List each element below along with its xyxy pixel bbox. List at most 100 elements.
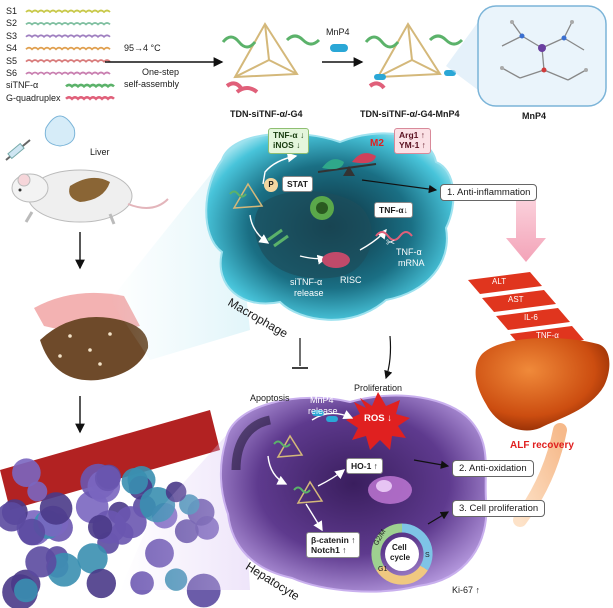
stat-label: STAT (282, 176, 313, 193)
mnp4-to-ros-arrow (311, 410, 354, 421)
ros-label: ROS ↓ (364, 413, 392, 424)
apoptosis-label: Apoptosis (250, 393, 290, 403)
proliferation-arrow (384, 335, 393, 380)
strand-label-4: S4 (6, 43, 18, 54)
assembly-temperature: 95→4 °C (124, 43, 161, 53)
outcome-cell-proliferation: 3. Cell proliferation (452, 500, 546, 517)
sitnf-release-line2: release (294, 288, 324, 298)
mnp4-arrow-label: MnP4 (326, 27, 350, 37)
tissue-cell (39, 492, 73, 525)
dna-strand-legend (25, 9, 115, 101)
molecule-label: MnP4 (522, 111, 547, 121)
alf-recovery-label: ALF recovery (510, 440, 574, 451)
mnp4-release-icon (312, 410, 338, 422)
marker-alt: ALT (492, 277, 507, 286)
strand-line-2 (25, 22, 111, 26)
hepatocyte-zoom-beam (120, 420, 250, 590)
strand-label-3: S3 (6, 30, 18, 41)
strand-label-7: siTNF-α (6, 80, 39, 91)
syringe-icon (5, 115, 76, 161)
strand-label-5: S5 (6, 55, 18, 66)
ho1-arrow (317, 469, 346, 487)
tdn-structure-icon (221, 22, 321, 94)
marker-ast: AST (508, 295, 524, 304)
mnp4-molecule-box (446, 5, 607, 107)
m1-cue-box: TNF-α ↓ iNOS ↓ (268, 128, 310, 154)
tdn-entry-arrow (267, 455, 288, 485)
mnp4-release-line2: release (308, 406, 338, 416)
m2-cue-box: Arg1 ↑ YM-1 ↑ (394, 128, 431, 154)
mrna-strand-icon (375, 231, 413, 241)
cue-tnf: TNF-α ↓ (273, 130, 305, 140)
tissue-cell (94, 465, 121, 492)
risc-label: RISC (340, 275, 362, 285)
to-anti-inflammation-arrow (361, 179, 438, 194)
outcome-anti-inflammation: 1. Anti-inflammation (440, 184, 538, 201)
proliferation-label: Proliferation (354, 383, 403, 393)
stat-arrow (262, 152, 298, 185)
tissue-cell (14, 578, 38, 603)
strand-line-8 (65, 96, 115, 101)
tissue-cell (12, 458, 41, 488)
cell-cycle-line2: cycle (390, 553, 411, 562)
strand-label-6: S6 (6, 68, 18, 78)
recovered-liver (475, 338, 610, 431)
nucleus-blob-icon (368, 476, 412, 504)
outcome-anti-oxidation: 2. Anti-oxidation (452, 460, 534, 477)
sirna-release-icon (267, 228, 289, 248)
tdn-in-hepatocyte-icon (273, 434, 304, 458)
phase-g1: G1 (378, 566, 388, 573)
strand-label-8: G-quadruplex (6, 92, 61, 103)
to-proliferation-arrow (427, 511, 450, 525)
cue-ym1: YM-1 ↑ (399, 139, 426, 150)
tissue-cell (88, 515, 113, 540)
strand-line-7 (65, 83, 115, 89)
strand-line-6 (25, 71, 111, 76)
tissue-cell (0, 502, 27, 532)
strand-line-5 (25, 59, 111, 63)
catenin-arrow (305, 503, 323, 532)
strand-line-1 (25, 9, 111, 14)
hepatocyte-cell (219, 394, 488, 593)
tnf-mrna-line2: mRNA (398, 258, 425, 268)
catenin-box: β-catenin ↑ Notch1 ↑ (306, 532, 361, 559)
m1-m2-balance-icon (317, 153, 377, 176)
tissue-cell (121, 468, 148, 495)
mnp4-release-line1: MnP4 (310, 395, 334, 405)
cue-arg1: Arg1 ↑ (399, 130, 425, 140)
ki67-label: Ki-67 ↑ (452, 585, 481, 595)
marker-ribbon (468, 272, 584, 348)
tdn-cytoplasm-icon (293, 480, 324, 504)
m2-label: M2 (370, 138, 384, 149)
tissue-cell (18, 518, 46, 546)
release-arrow (249, 214, 270, 244)
ho1-label: HO-1 ↑ (346, 458, 383, 475)
pink-arrow (506, 196, 546, 262)
sitnf-release-line1: siTNF-α (290, 277, 323, 287)
tissue-cell (77, 543, 108, 574)
tissue-cell (27, 481, 48, 502)
bcatenin-label: β-catenin ↑ (311, 535, 356, 545)
tnf-mrna-line1: TNF-α (396, 247, 422, 257)
mnp4-pill-icon (330, 44, 348, 52)
strand-label-2: S2 (6, 18, 18, 29)
cue-inos: iNOS ↓ (273, 139, 301, 150)
mouse-liver-label: Liver (90, 147, 110, 157)
construct-second-label: TDN-siTNF-α/-G4-MnP4 (360, 109, 460, 119)
construct-first-label: TDN-siTNF-α/-G4 (230, 109, 303, 119)
tissue-cell (86, 568, 117, 599)
mouse-illustration (11, 169, 169, 225)
cell-cycle-line1: Cell (392, 543, 407, 552)
tissue-cell (25, 546, 57, 578)
assembly-method-line1: One-step (142, 67, 180, 77)
strand-line-4 (25, 46, 111, 51)
cell-cycle-diagram (371, 523, 433, 585)
scissors-icon: ✂ (386, 237, 395, 249)
marker-il6: IL-6 (524, 313, 538, 322)
tnf-down-label: TNF-α↓ (374, 202, 413, 219)
risc-complex-icon (322, 252, 350, 268)
marker-tnf: TNF-α (536, 331, 559, 340)
strand-line-3 (25, 34, 111, 39)
